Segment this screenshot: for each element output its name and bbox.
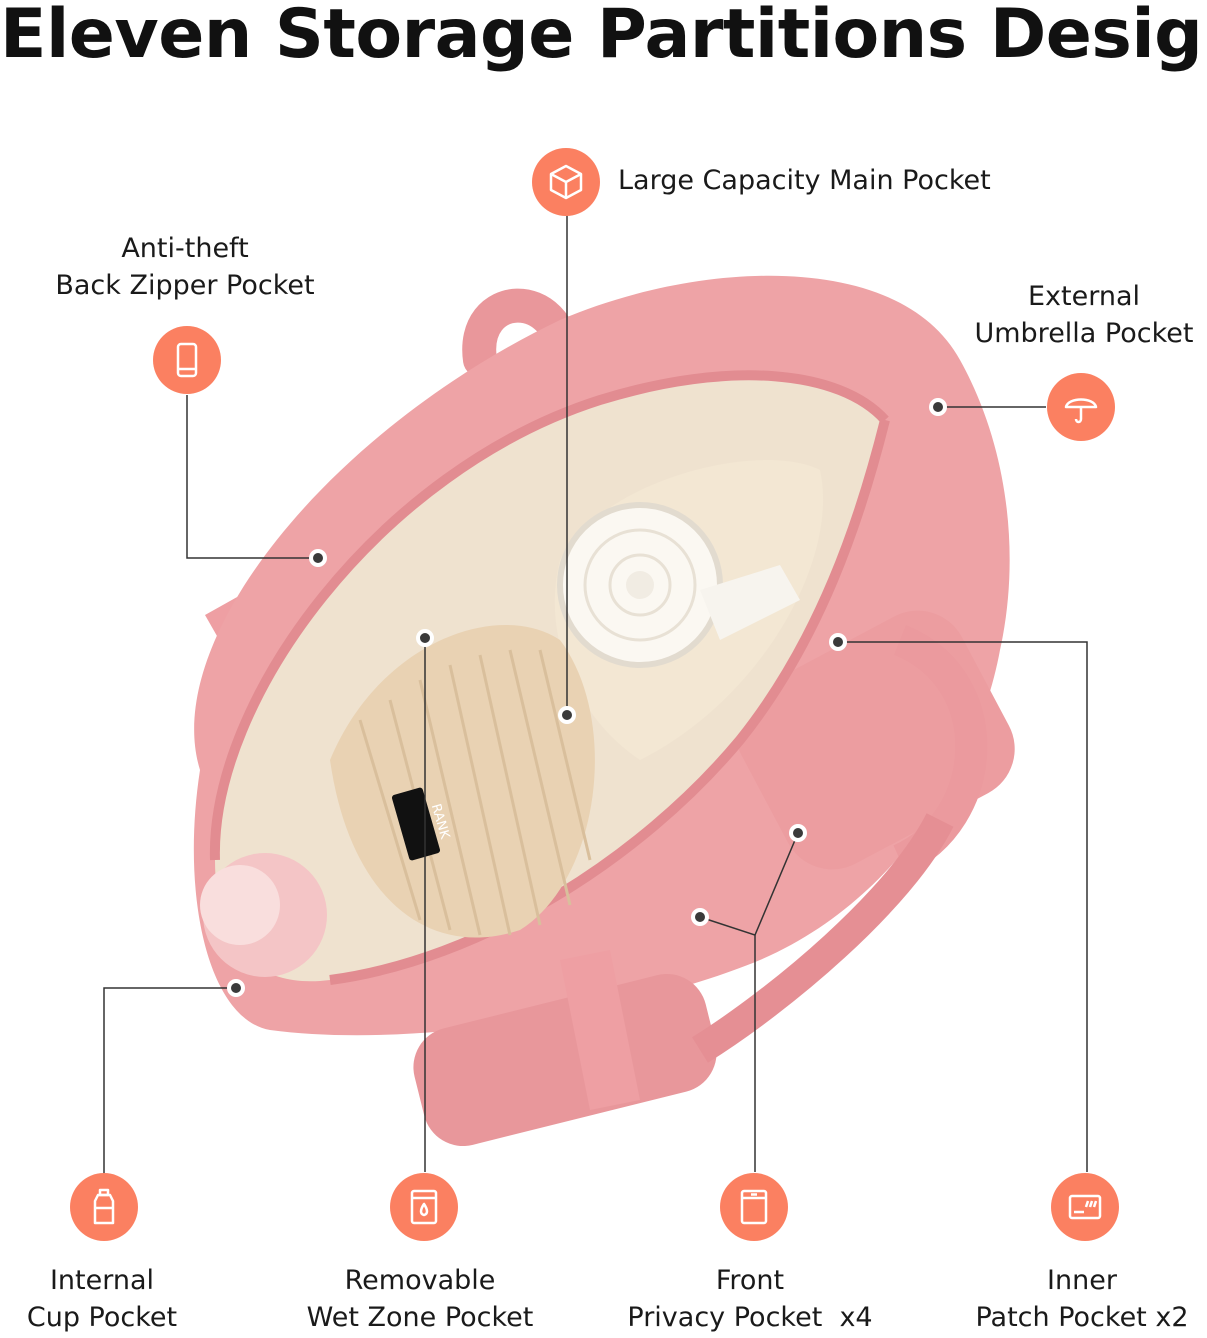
phone-icon (153, 326, 221, 394)
callout-dots (227, 398, 947, 997)
knit-sweater (330, 625, 595, 938)
main-pocket-label: Large Capacity Main Pocket (618, 165, 991, 196)
front-pocket-lower (413, 973, 717, 1147)
fan-grille (583, 528, 697, 642)
zipper-track-right (329, 418, 890, 985)
page-title: Eleven Storage Partitions Design (0, 0, 1207, 74)
leader-lines (103, 215, 1088, 1175)
wet-pouch-icon (390, 1173, 458, 1241)
zipper-track-left (209, 370, 889, 861)
fan-handle (700, 565, 800, 640)
card-icon (1051, 1173, 1119, 1241)
bottle-icon (70, 1173, 138, 1241)
front-strap (560, 950, 640, 1110)
door-pocket-icon (720, 1173, 788, 1241)
box-icon (532, 148, 600, 216)
umbrella-icon (1047, 373, 1115, 441)
knit-texture (358, 649, 592, 936)
brand-tag (391, 787, 441, 861)
shoulder-strap (692, 813, 954, 1063)
